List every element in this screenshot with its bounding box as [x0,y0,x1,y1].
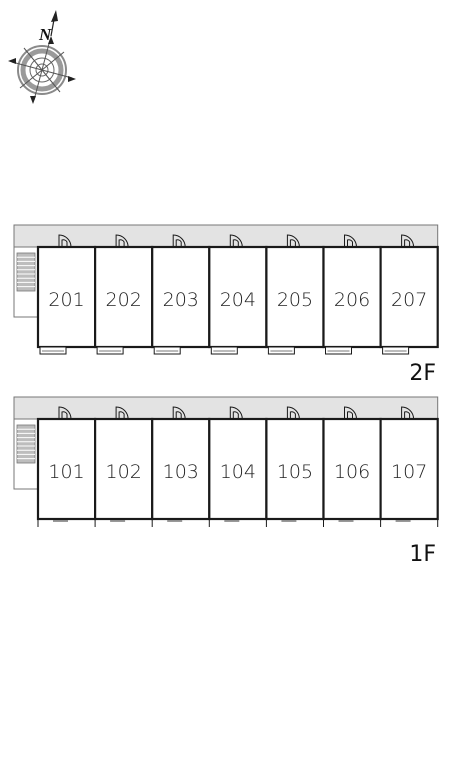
unit-204: 204 [208,234,268,355]
door-icon [58,234,72,248]
unit-103: 103 [151,406,211,527]
stair-icon [16,424,36,464]
unit-106: 106 [322,406,382,527]
unit-label: 107 [391,461,427,483]
unit-label: 206 [334,289,370,311]
unit-label: 207 [391,289,427,311]
floor-1F: 101 102 103 104 105 106 107 1F [13,396,439,567]
floor-2F: 201 202 203 204 205 206 207 2F [13,224,439,386]
unit-202: 202 [93,234,154,355]
stair-icon [16,252,36,292]
door-icon [401,234,415,248]
unit-room [208,245,268,349]
unit-room [36,417,97,521]
unit-201: 201 [36,234,97,355]
door-icon [115,406,129,420]
door-icon [172,406,186,420]
door-icon [229,234,243,248]
door-icon [344,406,357,420]
unit-206: 206 [322,234,382,355]
corridor [13,224,439,248]
unit-label: 203 [163,289,199,311]
unit-label: 106 [334,461,370,483]
unit-room [379,417,439,521]
unit-room [208,417,268,521]
corridor [13,396,439,420]
compass-rose-icon [8,10,76,104]
door-icon [286,234,300,248]
unit-105: 105 [265,406,325,527]
unit-102: 102 [93,406,154,527]
unit-room [265,245,325,349]
door-icon [115,234,129,248]
door-icon [58,406,72,420]
floor-label: 2F [409,361,436,386]
north-label: N [38,25,52,44]
unit-label: 104 [220,461,256,483]
unit-label: 202 [106,289,142,311]
door-icon [229,406,243,420]
unit-room [36,245,97,349]
door-icon [344,234,357,248]
unit-101: 101 [36,406,97,527]
unit-label: 201 [48,289,84,311]
unit-205: 205 [265,234,325,355]
unit-room [379,245,439,349]
door-icon [286,406,300,420]
unit-label: 105 [277,461,313,483]
unit-label: 101 [48,461,84,483]
unit-label: 204 [220,289,256,311]
unit-room [93,417,154,521]
door-icon [172,234,186,248]
unit-label: 205 [277,289,313,311]
unit-104: 104 [208,406,268,527]
door-icon [401,406,415,420]
unit-107: 107 [379,406,439,527]
floor-label: 1F [409,542,436,567]
unit-207: 207 [379,234,439,355]
unit-203: 203 [151,234,211,355]
unit-label: 103 [163,461,199,483]
unit-label: 102 [106,461,142,483]
